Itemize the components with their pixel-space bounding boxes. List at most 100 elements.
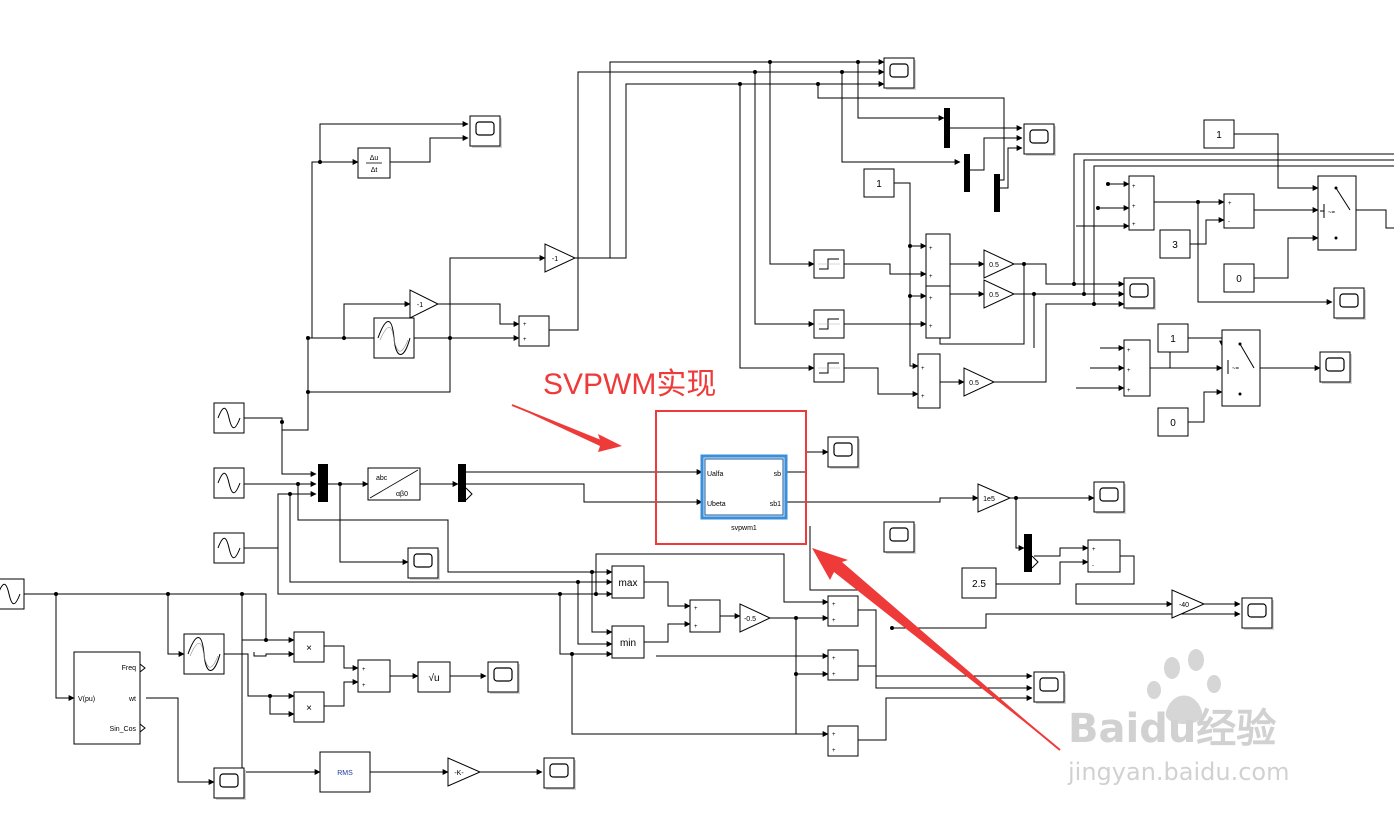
sum-block[interactable]: + + — [357, 659, 391, 693]
rms-block[interactable]: RMS — [319, 751, 371, 793]
subsystem-input-ualfa: Ualfa — [707, 471, 723, 478]
derivative-block[interactable]: Δu Δt — [357, 147, 391, 179]
product-block[interactable]: × — [293, 691, 325, 723]
demux-bar[interactable] — [458, 464, 473, 502]
sum-block[interactable]: + + — [827, 595, 859, 627]
sum-block[interactable]: + - — [1087, 539, 1121, 573]
sum-sign: + — [929, 274, 933, 280]
constant-block[interactable]: 0 — [1157, 407, 1189, 437]
paw-logo — [1147, 649, 1221, 724]
gain-block[interactable]: 0.5 — [983, 249, 1016, 279]
scope-block[interactable] — [883, 57, 917, 91]
subsystem-output-sb1: sb1 — [770, 501, 781, 508]
demux-bar[interactable] — [1024, 534, 1039, 572]
gain-block[interactable]: -0.5 — [739, 603, 772, 633]
constant-block[interactable]: 2.5 — [961, 567, 997, 599]
derivative-top: Δu — [370, 155, 379, 162]
max-label: max — [619, 578, 638, 589]
abc-label: abc — [376, 475, 388, 482]
sine-wave-source[interactable] — [213, 532, 245, 564]
sum-sign: + — [929, 246, 933, 252]
sine-wave-source[interactable] — [213, 402, 245, 434]
watermark-url: jingyan.baidu.com — [1067, 758, 1289, 786]
constant-block[interactable]: 3 — [1159, 229, 1191, 259]
pll-input: V(pu) — [78, 696, 95, 703]
gain-label: -1 — [552, 256, 558, 263]
gain-block[interactable]: 0.5 — [983, 279, 1016, 309]
switch-block[interactable]: ~= — [1221, 329, 1261, 407]
gain-block[interactable]: 1e5 — [977, 483, 1012, 513]
sum-sign: - — [1228, 219, 1230, 225]
pll-block[interactable]: V(pu) Freq wt Sin_Cos — [73, 651, 146, 745]
sum-sign: + — [694, 624, 698, 630]
abc-to-alphabeta-block[interactable]: abc αβ0 — [367, 467, 421, 501]
gain-label: 0.5 — [989, 292, 999, 299]
step-block[interactable] — [813, 353, 845, 383]
mux-bar[interactable] — [964, 154, 970, 192]
scope-block[interactable] — [1333, 287, 1367, 321]
scope-block[interactable] — [487, 661, 521, 695]
sum-block[interactable]: + + — [827, 725, 859, 757]
sum-block[interactable]: + + — [518, 315, 550, 347]
scope-block[interactable] — [1241, 597, 1275, 631]
gain-block[interactable]: -1 — [409, 289, 440, 319]
mux-bar[interactable] — [994, 174, 1000, 212]
max-block[interactable]: max — [611, 565, 645, 599]
scope-block[interactable] — [469, 115, 503, 149]
waveform-lookup-block[interactable] — [373, 317, 415, 359]
gain-block[interactable]: -40 — [1171, 589, 1206, 619]
sine-wave-source[interactable] — [213, 467, 245, 499]
mux-bar[interactable] — [944, 108, 950, 148]
scope-block[interactable] — [213, 767, 247, 801]
sum-block[interactable]: + + — [827, 649, 859, 681]
scope-block[interactable] — [543, 757, 577, 791]
scope-block[interactable] — [827, 436, 861, 470]
scope-block[interactable] — [883, 521, 917, 555]
pll-output-wt: wt — [128, 696, 136, 703]
sum-sign: + — [832, 656, 836, 662]
scope-block[interactable] — [1023, 123, 1057, 157]
scope-block[interactable] — [1033, 671, 1067, 705]
gain-block[interactable]: 0.5 — [963, 367, 996, 397]
sqrt-label: √u — [428, 672, 439, 684]
constant-value: 0 — [1236, 274, 1242, 285]
constant-block[interactable]: 1 — [1157, 323, 1189, 353]
min-block[interactable]: min — [611, 625, 645, 659]
highlight-box — [655, 410, 807, 545]
scope-block[interactable] — [1123, 277, 1157, 311]
sum-block[interactable]: + + + — [1123, 339, 1151, 397]
gain-block[interactable]: -1 — [544, 243, 577, 273]
sum-block[interactable]: + + — [917, 353, 941, 409]
constant-block[interactable]: 0 — [1223, 263, 1255, 293]
sum-sign: + — [1132, 184, 1136, 190]
step-block[interactable] — [813, 309, 845, 339]
sum-sign: + — [929, 324, 933, 330]
pll-output-sincos: Sin_Cos — [110, 726, 137, 733]
sum-block[interactable]: + + — [689, 599, 721, 633]
sum-block[interactable]: + - — [1223, 193, 1255, 229]
sum-sign: + — [1092, 547, 1096, 553]
mux-bar[interactable] — [318, 464, 328, 502]
product-label: × — [306, 643, 312, 654]
product-block[interactable]: × — [293, 631, 325, 663]
scope-block[interactable] — [407, 547, 441, 581]
scope-block[interactable] — [1319, 351, 1353, 385]
sine-wave-source[interactable] — [0, 578, 25, 610]
sum-block[interactable]: + + + + — [925, 233, 951, 339]
subsystem-input-ubeta: Ubeta — [707, 501, 726, 508]
gain-label: -1 — [417, 302, 423, 309]
watermark: Baidu经验 jingyan.baidu.com — [1067, 649, 1289, 786]
constant-block[interactable]: 1 — [1203, 119, 1235, 149]
gain-label: -0.5 — [744, 616, 756, 623]
switch-block[interactable]: ~= — [1317, 175, 1357, 251]
constant-block[interactable]: 1 — [863, 168, 895, 198]
waveform-lookup-block[interactable] — [183, 633, 225, 675]
gain-block[interactable]: -K- — [447, 757, 482, 787]
step-block[interactable] — [813, 249, 845, 279]
sum-block[interactable]: + + + — [1128, 175, 1155, 231]
svpwm-subsystem[interactable]: Ualfa Ubeta sb sb1 svpwm1 — [700, 454, 788, 532]
sqrt-block[interactable]: √u — [417, 661, 451, 693]
scope-block[interactable] — [1093, 481, 1127, 515]
sum-sign: + — [1127, 388, 1131, 394]
sum-sign: + — [1127, 348, 1131, 354]
